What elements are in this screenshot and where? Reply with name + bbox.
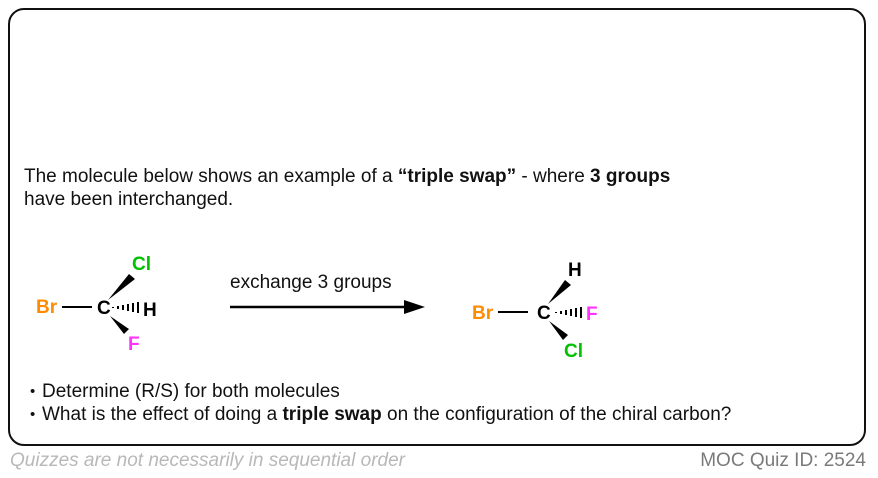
intro-bold-triple-swap: “triple swap”: [397, 166, 517, 187]
question-text: What is the effect of doing a: [42, 404, 283, 425]
bond-wedge: [110, 316, 129, 334]
question-list: Determine (R/S) for both molecules What …: [30, 380, 732, 426]
question-text: Determine (R/S) for both molecules: [42, 381, 340, 402]
right-molecule: Br C H F Cl: [472, 260, 598, 362]
reaction-arrow: exchange 3 groups: [230, 272, 425, 314]
atom-br: Br: [472, 303, 494, 324]
arrow-label: exchange 3 groups: [230, 272, 392, 293]
question-bold: triple swap: [282, 404, 382, 425]
atom-c: C: [97, 298, 111, 319]
bond-wedge: [548, 280, 571, 304]
intro-bold-3-groups: 3 groups: [590, 166, 671, 187]
atom-h: H: [568, 260, 582, 281]
intro-text: The molecule below shows an example of a…: [24, 165, 824, 211]
intro-text-3: have been interchanged.: [24, 189, 234, 210]
quiz-card-frame: [8, 8, 866, 446]
question-text: on the configuration of the chiral carbo…: [381, 404, 732, 425]
atom-f: F: [586, 304, 598, 325]
atom-cl: Cl: [132, 254, 151, 275]
footer-note: Quizzes are not necessarily in sequentia…: [10, 450, 405, 471]
arrow-head-icon: [404, 300, 425, 314]
atom-cl: Cl: [564, 341, 583, 362]
bond-hash: [112, 302, 139, 313]
bond-wedge: [108, 274, 135, 300]
bond-wedge: [549, 321, 568, 340]
left-molecule: Br C Cl H F: [36, 254, 157, 355]
bond-hash: [555, 307, 582, 318]
intro-text-1: The molecule below shows an example of a: [24, 166, 398, 187]
intro-text-2: - where: [516, 166, 591, 187]
quiz-id: MOC Quiz ID: 2524: [700, 450, 866, 471]
question-item: What is the effect of doing a triple swa…: [30, 403, 732, 426]
atom-c: C: [537, 303, 551, 324]
atom-f: F: [128, 334, 140, 355]
atom-br: Br: [36, 297, 58, 318]
question-item: Determine (R/S) for both molecules: [30, 380, 731, 403]
atom-h: H: [143, 300, 157, 321]
